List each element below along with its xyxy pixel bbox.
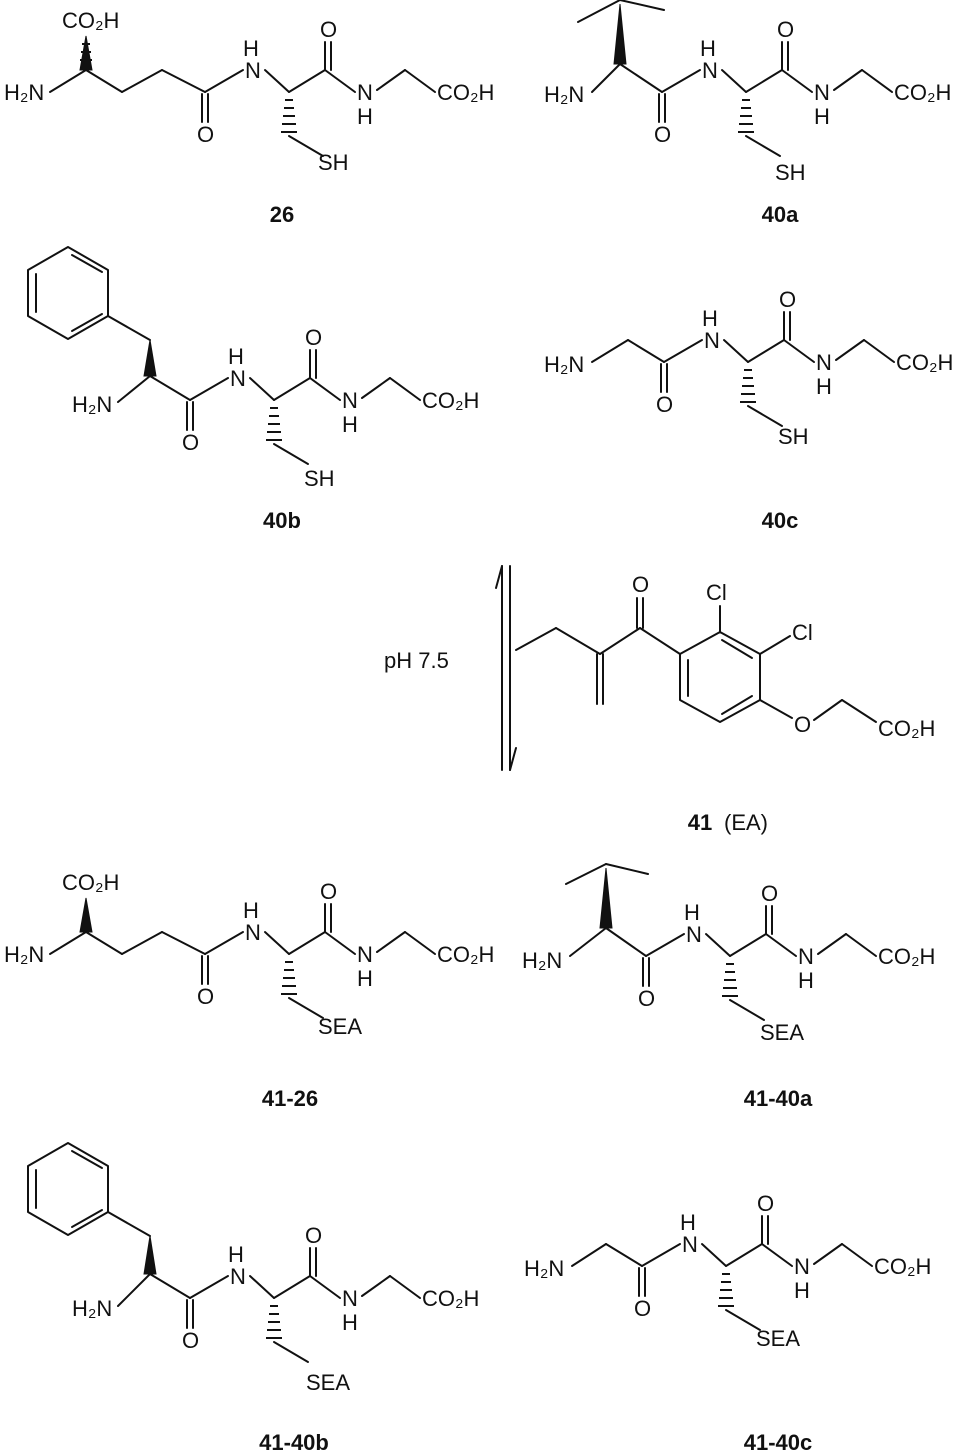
reaction-condition: pH 7.5 [384,648,449,673]
compound-40a: H₂N SH 40a [544,0,953,227]
svg-text:CO₂H: CO₂H [62,870,119,895]
svg-text:H₂N: H₂N [72,1296,112,1321]
svg-text:H₂N: H₂N [544,82,584,107]
svg-text:H₂N: H₂N [72,392,112,417]
compound-41-40c: H₂N SEA 41-40c [524,1190,933,1455]
svg-text:CO₂H: CO₂H [62,8,119,33]
svg-text:O: O [632,572,649,597]
compound-41-40a: H₂N SEA 41-40a [522,863,937,1111]
compound-26: CO₂H H₂N SH 26 [4,8,496,227]
label-41: 41 [688,810,712,835]
svg-text:H₂N: H₂N [4,942,44,967]
svg-text:H₂N: H₂N [522,948,562,973]
svg-text:H₂N: H₂N [524,1256,564,1281]
svg-text:SEA: SEA [760,1020,804,1045]
compound-41-26: CO₂H H₂N SEA 41-26 [4,870,496,1111]
svg-text:SH: SH [778,424,809,449]
compound-41-40b: H₂N SEA 41-40b [27,1142,481,1455]
label-40c: 40c [762,508,799,533]
svg-text:SH: SH [304,466,335,491]
svg-text:SEA: SEA [756,1326,800,1351]
svg-text:H₂N: H₂N [544,352,584,377]
compound-40c: H₂N SH 40c [544,286,955,533]
svg-text:CO₂H: CO₂H [878,716,935,741]
label-41-40c: 41-40c [744,1430,813,1455]
label-40b: 40b [263,508,301,533]
svg-text:Cl: Cl [792,620,813,645]
compound-40b: H₂N SH 40b [27,246,481,533]
svg-text:SH: SH [775,160,806,185]
svg-text:H₂N: H₂N [4,80,44,105]
equilibrium-arrows [495,565,517,771]
compound-41: O Cl Cl O CO₂H 41 (EA) [515,572,935,835]
svg-text:O: O [794,712,811,737]
svg-text:SEA: SEA [306,1370,350,1395]
label-40a: 40a [762,202,799,227]
label-41-suffix: (EA) [724,810,768,835]
label-41-26: 41-26 [262,1086,318,1111]
svg-text:SH: SH [318,150,349,175]
svg-text:SEA: SEA [318,1014,362,1039]
label-41-40b: 41-40b [259,1430,329,1455]
svg-text:Cl: Cl [706,580,727,605]
label-26: 26 [270,202,294,227]
label-41-40a: 41-40a [744,1086,813,1111]
